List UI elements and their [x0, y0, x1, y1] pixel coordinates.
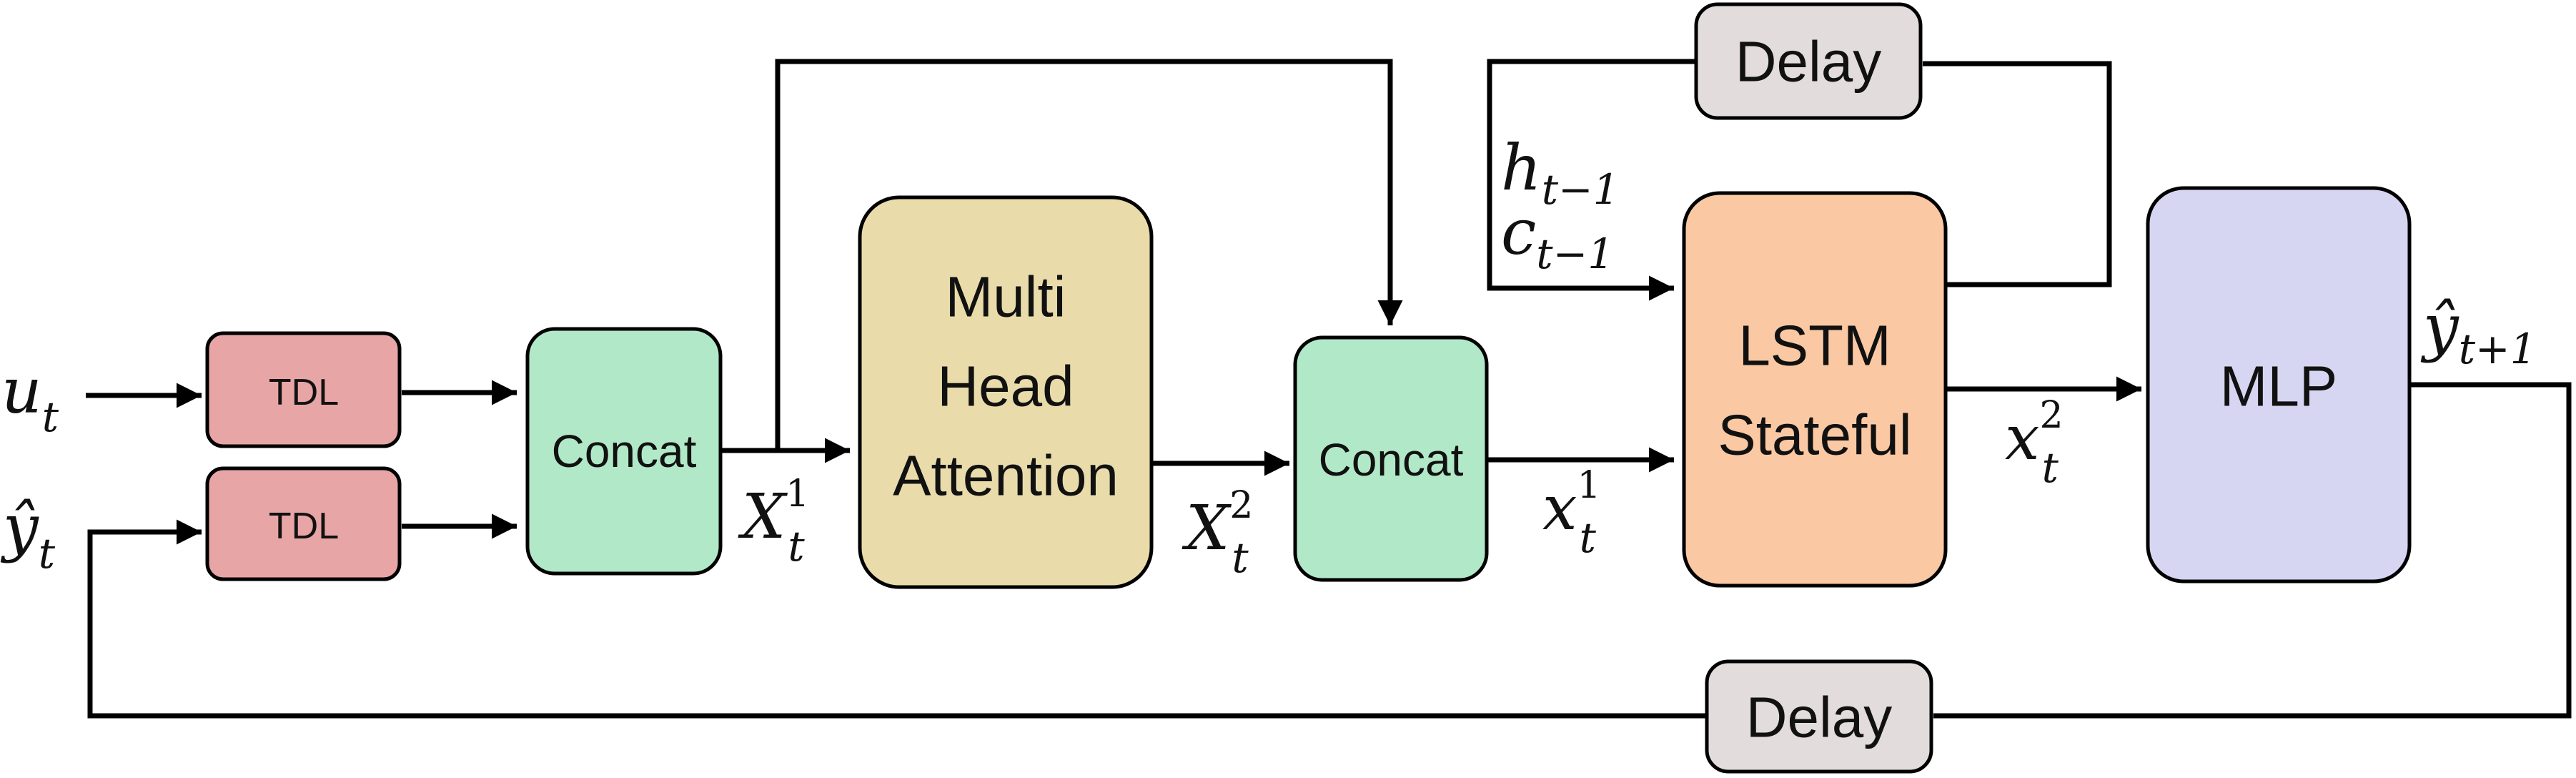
- tdl-top-box: [205, 331, 402, 448]
- attention-label-line-1: Multi: [946, 265, 1066, 329]
- lstm-label-line-2: Stateful: [1718, 403, 1911, 467]
- edge-skip-to-concat2: [775, 59, 1403, 450]
- attention-box: [858, 195, 1154, 589]
- lstm-box: [1682, 191, 1948, 588]
- attention-label-line-2: Head: [937, 355, 1074, 418]
- delay-top-label: Delay: [1735, 30, 1882, 94]
- concat-2-label: Concat: [1319, 434, 1464, 486]
- connections: [86, 59, 2572, 719]
- signal-u-t: ut: [1, 354, 59, 441]
- delay-top-block: Delay: [1694, 2, 1923, 120]
- tdl-bottom-box: [205, 466, 402, 581]
- signal-y-hat-next: ŷt+1: [2420, 290, 2537, 373]
- attention-label-line-3: Attention: [893, 444, 1119, 508]
- edge-delay-bottom-to-tdl: [87, 519, 1705, 719]
- delay-bottom-box: [1705, 659, 1933, 774]
- concat-1-block: Concat: [525, 327, 723, 576]
- delay-bottom-block: Delay: [1705, 659, 1933, 774]
- concat-1-box: [525, 327, 723, 576]
- tdl-top-label: TDL: [269, 372, 339, 413]
- mlp-block: MLP: [2146, 186, 2412, 584]
- signal-c-prev: ct−1: [1501, 195, 1614, 278]
- attention-block: Multi Head Attention: [858, 195, 1154, 589]
- edge-mlp-to-delay-bottom: [1933, 382, 2572, 719]
- lstm-block: LSTM Stateful: [1682, 191, 1948, 588]
- mlp-box: [2146, 186, 2412, 584]
- tdl-top-block: TDL: [205, 331, 402, 448]
- concat-2-block: Concat: [1293, 335, 1489, 582]
- edge-lstm-to-delay-top: [1923, 61, 2112, 287]
- lstm-label-line-1: LSTM: [1738, 314, 1891, 378]
- mlp-label: MLP: [2220, 355, 2338, 418]
- signal-h-prev: ht−1: [1501, 131, 1620, 214]
- delay-bottom-label: Delay: [1746, 686, 1893, 749]
- concat-1-label: Concat: [552, 425, 697, 477]
- delay-top-box: [1694, 2, 1923, 120]
- concat-2-box: [1293, 335, 1489, 582]
- tdl-bottom-label: TDL: [269, 506, 339, 547]
- signal-y-hat-t: ŷt: [0, 491, 56, 578]
- edge-delay-top-to-lstm: [1487, 59, 1695, 301]
- tdl-bottom-block: TDL: [205, 466, 402, 581]
